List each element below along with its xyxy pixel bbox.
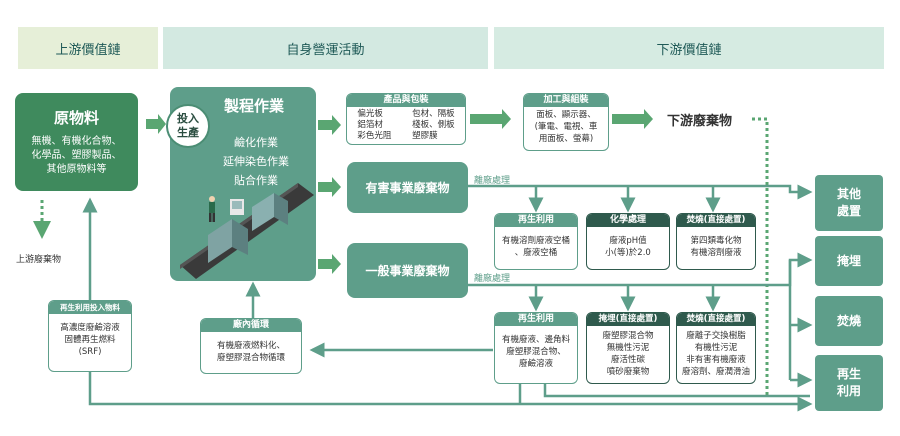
input-circle-line: 投入 — [177, 112, 199, 125]
upstream-waste-label: 上游廢棄物 — [16, 255, 62, 265]
header-own-operations: 自身營運活動 — [163, 27, 488, 69]
process-steps: 鹼化作業 延伸染色作業 貼合作業 — [210, 133, 302, 190]
in-plant-circulation-box: 廠內循環 有機廢液燃料化、 廢塑膠混合物循環 — [200, 318, 302, 374]
in-plant-item: 廢塑膠混合物循環 — [216, 353, 285, 363]
assembly-line: (筆電、電視、車 — [534, 122, 598, 132]
processing-assembly-box: 加工與組裝 面板、顯示器、 (筆電、電視、車 用面板、螢幕) — [523, 93, 609, 151]
recycle-item: 廢鹼溶液 — [518, 359, 553, 369]
process-step: 延伸染色作業 — [223, 155, 289, 168]
landfill-item: 廢塑膠混合物 — [602, 331, 654, 341]
incineration-title: 焚燒(直接處置) — [677, 214, 755, 227]
product-item: 彩色光阻 — [357, 131, 392, 141]
offsite-treatment-label: 離廠處理 — [474, 274, 511, 284]
raw-materials-line: 化學品、塑膠製品、 — [31, 150, 122, 161]
general-waste-box: 一般事業廢棄物 — [347, 243, 468, 298]
process-step: 貼合作業 — [234, 174, 278, 187]
incineration-item: 廢離子交換樹脂 — [686, 331, 746, 341]
landfill-title: 掩埋(直接處置) — [587, 313, 669, 326]
incineration-box-hazardous: 焚燒(直接處置) 第四類毒化物 有機溶劑廢液 — [676, 213, 756, 270]
recycled-input-item: 固體再生燃料 — [64, 335, 116, 345]
recycle-item: 有機廢液、邊角料 — [501, 335, 570, 345]
packaging-item: 包材、隔板 — [412, 109, 455, 119]
in-plant-circulation-title: 廠內循環 — [201, 319, 301, 332]
downstream-waste-label: 下游廢棄物 — [667, 114, 733, 129]
incineration-item: 有機溶劑廢液 — [690, 248, 742, 258]
chemical-treatment-title: 化學處理 — [587, 214, 669, 227]
recycle-item: 有機溶劑廢液空桶 — [501, 236, 570, 246]
landfill-box: 掩埋(直接處置) 廢塑膠混合物 無機性污泥 廢活性碳 噴砂廢棄物 — [586, 312, 670, 384]
processing-assembly-title: 加工與組裝 — [524, 94, 608, 107]
chemical-treatment-item: 廢液pH值 — [609, 236, 647, 246]
raw-materials-box: 原物料 無機、有機化合物、 化學品、塑膠製品、 其他原物料等 — [15, 93, 138, 191]
outcome-other-disposal: 其他 處置 — [815, 175, 883, 231]
recycled-input-materials-title: 再生利用投入物料 — [49, 301, 131, 314]
offsite-treatment-label: 離廠處理 — [474, 176, 511, 186]
packaging-item: 塑膠膜 — [412, 131, 438, 141]
outcome-recycling: 再生 利用 — [815, 355, 883, 411]
incineration-item: 第四類毒化物 — [690, 236, 742, 246]
recycle-title: 再生利用 — [495, 214, 577, 227]
landfill-item: 無機性污泥 — [606, 343, 650, 353]
recycle-item: 、廢液空桶 — [514, 248, 558, 258]
in-plant-item: 有機廢液燃料化、 — [216, 341, 285, 351]
outcome-incineration: 焚燒 — [815, 296, 883, 346]
recycled-input-item: (SRF) — [78, 347, 102, 357]
incineration-box-general: 焚燒(直接處置) 廢離子交換樹脂 有機性污泥 非有害有機廢液 廢溶劑、廢潤滑油 — [676, 312, 756, 384]
hazardous-waste-box: 有害事業廢棄物 — [347, 162, 468, 213]
landfill-item: 廢活性碳 — [610, 355, 645, 365]
incineration-item: 非有害有機廢液 — [686, 355, 746, 365]
process-step: 鹼化作業 — [234, 136, 278, 149]
recycle-title: 再生利用 — [495, 313, 577, 326]
incineration-title: 焚燒(直接處置) — [677, 313, 755, 326]
recycle-box-hazardous: 再生利用 有機溶劑廢液空桶 、廢液空桶 — [494, 213, 578, 270]
recycle-box-general: 再生利用 有機廢液、邊角料 廢塑膠混合物、 廢鹼溶液 — [494, 312, 578, 384]
product-item: 偏光板 — [357, 109, 383, 119]
input-production-circle: 投入 生產 — [166, 104, 210, 148]
product-item: 鋁箔材 — [357, 120, 383, 130]
chemical-treatment-box: 化學處理 廢液pH值 小(等)於2.0 — [586, 213, 670, 270]
raw-materials-title: 原物料 — [53, 109, 99, 127]
assembly-line: 面板、顯示器、 — [536, 110, 596, 120]
header-upstream: 上游價值鏈 — [18, 27, 158, 69]
production-line-illustration — [180, 183, 314, 279]
recycled-input-item: 高濃度廢鹼溶液 — [60, 323, 120, 333]
raw-materials-line: 無機、有機化合物、 — [31, 136, 122, 147]
landfill-item: 噴砂廢棄物 — [606, 367, 650, 377]
process-title: 製程作業 — [224, 97, 285, 115]
packaging-list: 包材、隔板 棧板、側板 塑膠膜 — [412, 109, 455, 142]
chemical-treatment-item: 小(等)於2.0 — [605, 248, 651, 258]
product-list: 偏光板 鋁箔材 彩色光阻 — [357, 109, 391, 142]
process-box: 製程作業 鹼化作業 延伸染色作業 貼合作業 — [170, 87, 316, 281]
outcome-landfill: 掩埋 — [815, 236, 883, 286]
incineration-item: 廢溶劑、廢潤滑油 — [681, 367, 750, 377]
incineration-item: 有機性污泥 — [694, 343, 738, 353]
recycled-input-materials-box: 再生利用投入物料 高濃度廢鹼溶液 固體再生燃料 (SRF) — [48, 300, 132, 372]
assembly-line: 用面板、螢幕) — [538, 134, 594, 144]
product-packaging-title: 產品與包裝 — [347, 94, 465, 107]
product-packaging-box: 產品與包裝 偏光板 鋁箔材 彩色光阻 包材、隔板 棧板、側板 塑膠膜 — [346, 93, 466, 145]
raw-materials-line: 其他原物料等 — [46, 164, 107, 175]
header-downstream: 下游價值鏈 — [494, 27, 884, 69]
recycle-item: 廢塑膠混合物、 — [506, 347, 566, 357]
input-circle-line: 生產 — [177, 126, 199, 139]
packaging-item: 棧板、側板 — [412, 120, 455, 130]
